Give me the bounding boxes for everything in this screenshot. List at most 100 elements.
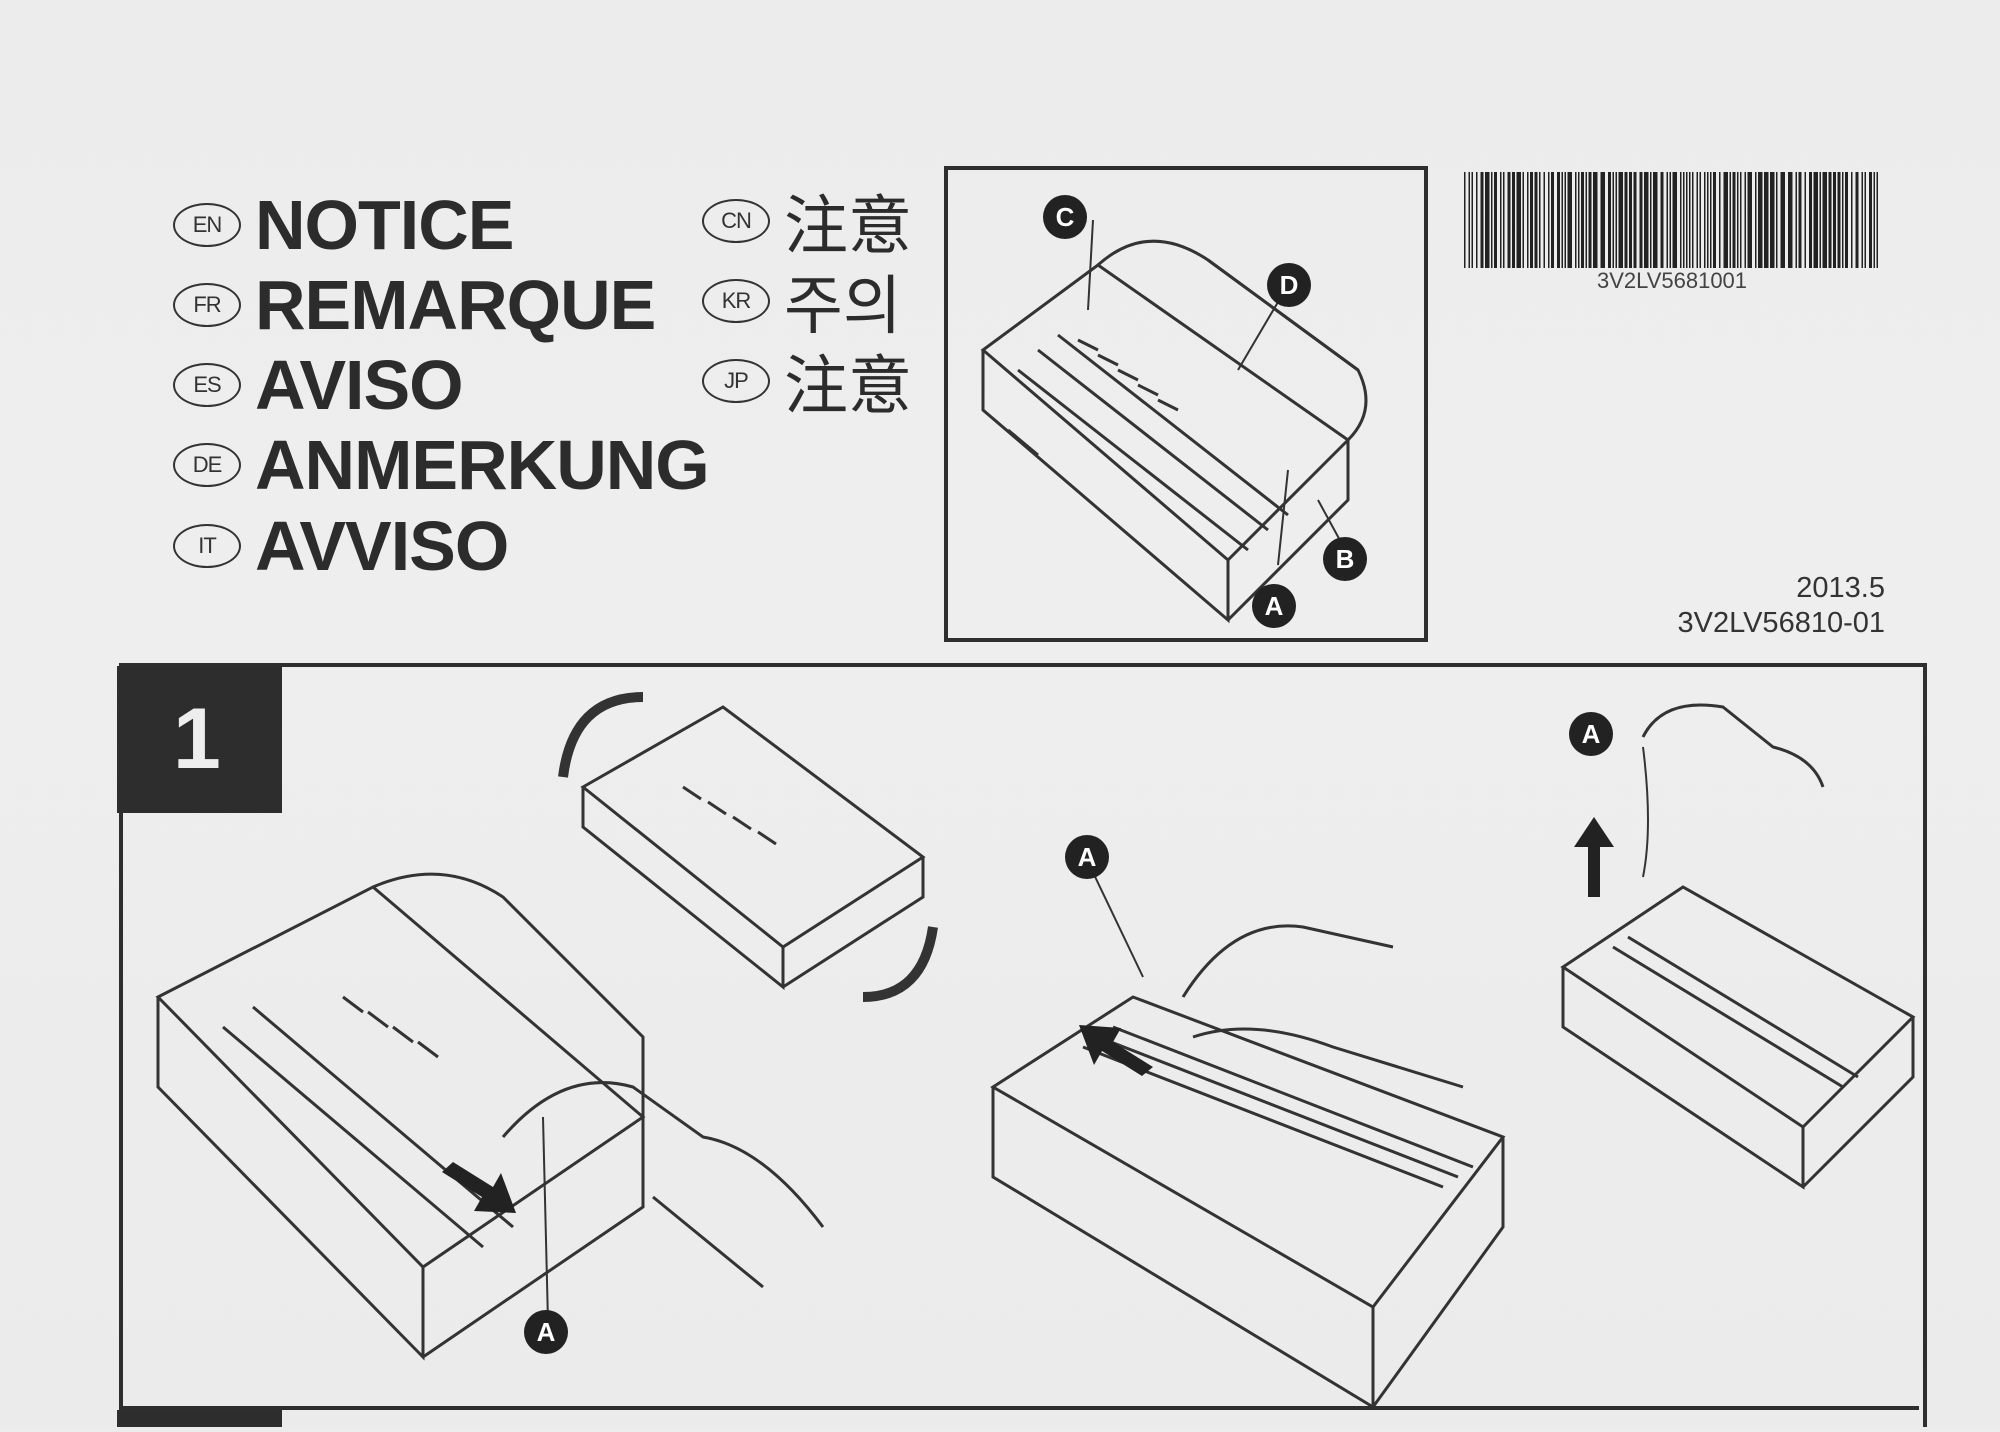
- barcode-bar: [1795, 172, 1797, 268]
- lang-badge-de: DE: [173, 443, 241, 487]
- barcode-bar: [1855, 172, 1859, 268]
- barcode-bar: [1539, 172, 1541, 268]
- callout-right-a: A: [1569, 712, 1613, 756]
- barcode-bar: [1660, 172, 1664, 268]
- arrow-down-icon: [442, 1162, 516, 1213]
- barcode-bar: [1530, 172, 1533, 268]
- revision-date: 2013.5: [1796, 572, 1885, 604]
- barcode-bar: [1548, 172, 1550, 268]
- callout-left-a: A: [524, 1310, 568, 1354]
- svg-text:A: A: [537, 1317, 556, 1347]
- svg-text:D: D: [1280, 270, 1299, 300]
- notice-es: ES AVISO: [173, 345, 464, 425]
- svg-text:A: A: [1265, 591, 1284, 621]
- barcode-bar: [1503, 172, 1505, 268]
- fuser-unit-left: [155, 872, 646, 1361]
- barcode-bar: [1710, 172, 1712, 268]
- barcode-bar: [1689, 172, 1691, 268]
- barcode-bar: [1615, 172, 1617, 268]
- lang-badge-cn: CN: [702, 199, 770, 243]
- arrow-up-left-icon: [1079, 1025, 1153, 1076]
- barcode-bar: [1500, 172, 1502, 268]
- barcode-bar: [1551, 172, 1554, 268]
- notice-en: EN NOTICE: [173, 185, 514, 265]
- notice-word-it: AVVISO: [255, 507, 509, 585]
- barcode-bar: [1476, 172, 1478, 268]
- barcode-bar: [1755, 172, 1757, 268]
- callout-line-c: [1087, 219, 1094, 311]
- callout-line-left-a: [542, 1116, 549, 1323]
- notice-cn: CN 注意: [702, 175, 912, 267]
- lang-badge-kr: KR: [702, 279, 770, 323]
- notice-word-cn: 注意: [784, 190, 912, 264]
- strip-a-right: [1642, 746, 1649, 878]
- svg-text:A: A: [1582, 719, 1601, 749]
- barcode-bar: [1804, 172, 1806, 268]
- barcode-bar: [1699, 172, 1701, 268]
- divider: [119, 1406, 1919, 1410]
- barcode-bar: [1776, 172, 1778, 268]
- barcode-bar: [1578, 172, 1580, 268]
- barcode-bar: [1557, 172, 1560, 268]
- notice-de: DE ANMERKUNG: [173, 425, 710, 505]
- barcode-bar: [1561, 172, 1563, 268]
- notice-word-de: ANMERKUNG: [255, 426, 710, 504]
- barcode-bar: [1624, 172, 1628, 268]
- barcode-bar: [1471, 172, 1473, 268]
- barcode-bar: [1633, 172, 1637, 268]
- barcode-bar: [1581, 172, 1584, 268]
- barcode-bar: [1672, 172, 1677, 268]
- barcode-bar: [1639, 172, 1643, 268]
- callout-c: C: [1043, 195, 1087, 239]
- barcode-bar: [1828, 172, 1832, 268]
- barcode-bar: [1683, 172, 1685, 268]
- barcode-bar: [1491, 172, 1493, 268]
- barcode-bar: [1719, 172, 1721, 268]
- notice-fr: FR REMARQUE: [173, 265, 656, 345]
- barcode-bar: [1680, 172, 1682, 268]
- barcode-bar: [1873, 172, 1875, 268]
- barcode-bar: [1764, 172, 1769, 268]
- barcode-bar: [1770, 172, 1775, 268]
- barcode-bar: [1608, 172, 1611, 268]
- barcode-bar: [1507, 172, 1511, 268]
- step-number: 1: [173, 691, 221, 787]
- barcode-bar: [1468, 172, 1470, 268]
- barcode: [1464, 172, 1878, 268]
- barcode-bar: [1593, 172, 1598, 268]
- barcode-bar: [1851, 172, 1853, 268]
- callout-d: D: [1267, 263, 1311, 307]
- step-number-tab: 1: [117, 666, 282, 813]
- next-step-tab: [117, 1410, 282, 1427]
- lang-badge-fr: FR: [173, 283, 241, 327]
- barcode-bar: [1707, 172, 1709, 268]
- barcode-bar: [1669, 172, 1671, 268]
- notice-jp: JP 注意: [702, 335, 912, 427]
- lang-badge-es: ES: [173, 363, 241, 407]
- barcode-bar: [1696, 172, 1698, 268]
- barcode-bar: [1809, 172, 1812, 268]
- barcode-bar: [1788, 172, 1793, 268]
- notice-word-en: NOTICE: [255, 186, 514, 264]
- callout-b: B: [1323, 537, 1367, 581]
- lang-badge-en: EN: [173, 203, 241, 247]
- fuser-unit-middle: [990, 995, 1506, 1410]
- barcode-bar: [1618, 172, 1623, 268]
- barcode-bar: [1737, 172, 1739, 268]
- barcode-bar: [1644, 172, 1649, 268]
- barcode-bar: [1534, 172, 1538, 268]
- barcode-bar: [1869, 172, 1872, 268]
- lang-badge-jp: JP: [702, 359, 770, 403]
- svg-text:A: A: [1078, 842, 1097, 872]
- barcode-bar: [1845, 172, 1848, 268]
- barcode-bar: [1543, 172, 1545, 268]
- barcode-bar: [1833, 172, 1836, 268]
- barcode-bar: [1464, 172, 1466, 268]
- barcode-text: 3V2LV5681001: [1596, 268, 1748, 293]
- barcode-bar: [1575, 172, 1577, 268]
- barcode-bar: [1732, 172, 1736, 268]
- barcode-bar: [1813, 172, 1818, 268]
- hand-right: [1641, 703, 1825, 788]
- notice-word-jp: 注意: [784, 350, 912, 424]
- callout-a: A: [1252, 584, 1296, 628]
